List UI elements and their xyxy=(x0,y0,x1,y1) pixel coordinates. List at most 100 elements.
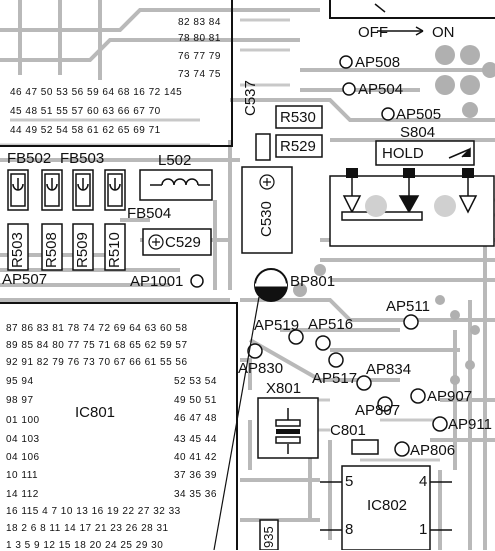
fb504-label: FB504 xyxy=(127,205,172,222)
c530-label: C530 xyxy=(258,201,275,237)
ic802-label: IC802 xyxy=(367,497,408,514)
s804-label: S804 xyxy=(400,124,436,141)
r935-box xyxy=(259,519,279,550)
ic801-pin-row: 92 91 82 79 76 73 70 67 66 61 55 56 xyxy=(6,357,188,368)
ap806-circle xyxy=(394,441,410,457)
ap830-label: AP830 xyxy=(238,360,284,377)
ic801-pin-row: 95 94 xyxy=(6,376,34,387)
switch-on-label: ON xyxy=(432,24,455,41)
ap834-circle xyxy=(356,375,372,391)
c537-label: C537 xyxy=(242,80,259,116)
ap1001-circle xyxy=(190,274,204,288)
test-point-circles xyxy=(190,55,448,457)
ap505-label: AP505 xyxy=(396,106,442,123)
ic801-pin-row: 18 2 6 8 11 14 17 21 23 26 28 31 xyxy=(6,523,169,534)
r508-label: R508 xyxy=(43,232,60,268)
ap508-label: AP508 xyxy=(355,54,401,71)
c529-label: C529 xyxy=(165,234,201,251)
ic801-pin-row: 1 3 5 9 12 15 18 20 24 25 29 30 xyxy=(6,540,164,551)
ap907-label: AP907 xyxy=(427,388,473,405)
r510-label: R510 xyxy=(106,232,123,268)
ic801-pin-row-right: 52 53 54 xyxy=(174,376,217,387)
r530-label: R530 xyxy=(280,109,316,126)
pin-row-top: 73 74 75 xyxy=(178,69,221,80)
ic801-pin-row: 04 106 xyxy=(6,452,40,463)
pin-row-top: 78 80 81 xyxy=(178,33,221,44)
ic801-pin-row: 01 100 xyxy=(6,415,40,426)
ic801-pin-row-right: 34 35 36 xyxy=(174,489,217,500)
ap505-circle xyxy=(381,107,395,121)
ic801-pin-row-right: 46 47 48 xyxy=(174,413,217,424)
ic801-outline xyxy=(0,302,238,550)
ap511-label: AP511 xyxy=(386,298,430,315)
c801-box xyxy=(351,439,379,455)
ap907-circle xyxy=(410,388,426,404)
r529-label: R529 xyxy=(280,138,316,155)
s804-switch-body xyxy=(329,168,495,247)
x801-crystal xyxy=(257,397,319,459)
ap516-label: AP516 xyxy=(308,316,354,333)
r509-label: R509 xyxy=(74,232,91,268)
bp801-label: BP801 xyxy=(290,273,336,290)
ap911-label: AP911 xyxy=(448,416,492,433)
fb503-label: FB503 xyxy=(60,150,105,167)
ap504-label: AP504 xyxy=(358,81,404,98)
r503-label: R503 xyxy=(9,232,26,268)
ic801-pin-row-right: 43 45 44 xyxy=(174,434,217,445)
ap517-label: AP517 xyxy=(312,370,358,387)
ic802-pin4: 4 xyxy=(419,473,428,490)
ic801-label: IC801 xyxy=(75,404,116,421)
r530-box xyxy=(275,105,323,129)
ic802-pin5: 5 xyxy=(345,473,354,490)
ap834-label: AP834 xyxy=(366,361,412,378)
ap507-label: AP507 xyxy=(2,271,48,288)
fb502-label: FB502 xyxy=(7,150,52,167)
ap911-circle xyxy=(432,416,448,432)
ic801-pin-row: 16 115 4 7 10 13 16 19 22 27 32 33 xyxy=(6,506,181,517)
pin-row-top: 76 77 79 xyxy=(178,51,221,62)
ap830-circle xyxy=(247,343,263,359)
ic801-pin-row: 14 112 xyxy=(6,489,39,500)
pin-row-top: 45 48 51 55 57 60 63 66 67 70 xyxy=(10,106,161,117)
ap517-circle xyxy=(328,352,344,368)
ap1001-label: AP1001 xyxy=(130,273,184,290)
ap519-circle xyxy=(288,329,304,345)
resistor-boxes xyxy=(7,223,126,271)
x801-label: X801 xyxy=(266,380,302,397)
c801-label: C801 xyxy=(330,422,366,439)
ap504-circle xyxy=(342,82,356,96)
ic801-pin-row-right: 40 41 42 xyxy=(174,452,217,463)
ap806-label: AP806 xyxy=(410,442,456,459)
c537-box xyxy=(255,133,271,161)
ic802-pin1: 1 xyxy=(419,521,428,538)
r529-box xyxy=(275,134,323,158)
ic-outline-top xyxy=(0,0,233,147)
r935-label: 935 xyxy=(261,526,276,548)
ic801-pin-row-right: 37 36 39 xyxy=(174,470,217,481)
ic801-pin-row: 89 85 84 80 77 75 71 68 65 62 59 57 xyxy=(6,340,188,351)
switch-off-label: OFF xyxy=(358,24,388,41)
ferrite-beads xyxy=(7,169,126,211)
pin-row-top: 46 47 50 53 56 59 64 68 16 72 145 xyxy=(10,87,183,98)
ic801-pin-row: 10 111 xyxy=(6,470,39,481)
hold-box xyxy=(375,140,475,166)
ap519-label: AP519 xyxy=(254,317,300,334)
ic801-pin-row: 98 97 xyxy=(6,395,34,406)
l502-label: L502 xyxy=(158,152,192,169)
ic802-pin8: 8 xyxy=(345,521,354,538)
ap511-circle xyxy=(403,314,419,330)
c530-body xyxy=(241,166,293,254)
ic801-pin-row: 04 103 xyxy=(6,434,40,445)
ic801-pin-row: 87 86 83 81 78 74 72 69 64 63 60 58 xyxy=(6,323,188,334)
ap508-circle xyxy=(339,55,353,69)
ic802-body xyxy=(320,465,452,550)
ap807-circle xyxy=(377,396,393,412)
bp801-symbol xyxy=(254,268,288,302)
ap807-label: AP807 xyxy=(355,402,401,419)
hold-label: HOLD xyxy=(382,145,424,162)
ic801-pin-row-right: 49 50 51 xyxy=(174,395,217,406)
pin-row-top: 44 49 52 54 58 61 62 65 69 71 xyxy=(10,125,161,136)
pin-row-top: 82 83 84 xyxy=(178,17,221,28)
ap516-circle xyxy=(315,335,331,351)
